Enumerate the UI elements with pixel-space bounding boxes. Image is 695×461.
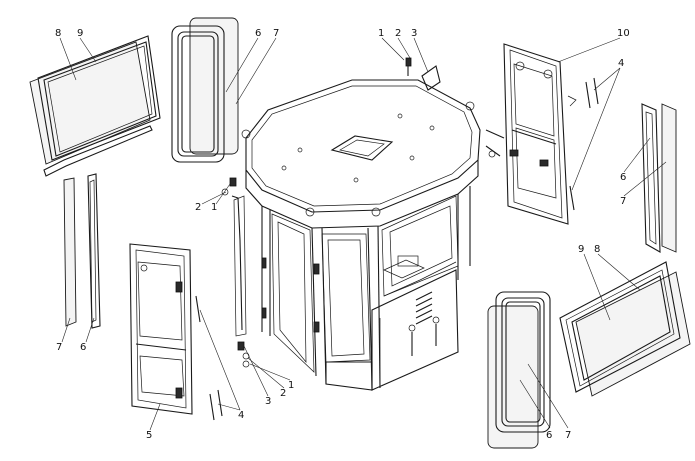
callout-6: 6	[255, 28, 261, 39]
callout-4: 4	[618, 58, 624, 69]
callout-2: 2	[280, 388, 286, 399]
left-door-assembly	[129, 243, 223, 421]
callout-1: 1	[211, 202, 217, 213]
callout-6: 6	[546, 430, 552, 441]
glass-pane	[29, 41, 151, 165]
right-side-glass-strip	[641, 103, 677, 253]
callout-9: 9	[77, 28, 83, 39]
callout-7: 7	[56, 342, 62, 353]
callout-2: 2	[195, 202, 201, 213]
bottom-fasteners	[237, 341, 250, 368]
callout-3: 3	[411, 28, 417, 39]
vent-grille	[415, 291, 433, 325]
callout-1: 1	[378, 28, 384, 39]
callout-labels: 8 9 6 7 1 2 3 10 4 6 7 2 1 7 6 4 5 3 2 1…	[55, 28, 630, 441]
leader-lines	[59, 37, 667, 431]
callout-5: 5	[146, 430, 152, 441]
callout-3: 3	[265, 396, 271, 407]
callout-1: 1	[288, 380, 294, 391]
bottom-right-window-assembly	[559, 261, 691, 397]
left-side-glass-strip	[63, 173, 101, 329]
callout-4: 4	[238, 410, 244, 421]
callout-10: 10	[617, 28, 630, 39]
callout-8: 8	[594, 244, 600, 255]
bottom-mid-window-assembly	[487, 291, 551, 449]
callout-6: 6	[620, 172, 626, 183]
mid-left-fasteners	[221, 177, 247, 337]
callout-7: 7	[565, 430, 571, 441]
top-left-window-assembly	[29, 35, 161, 177]
callout-8: 8	[55, 28, 61, 39]
cab-body	[241, 79, 481, 391]
top-fasteners	[405, 57, 441, 91]
top-mid-window-assembly	[171, 17, 239, 163]
callout-7: 7	[620, 196, 626, 207]
callout-9: 9	[578, 244, 584, 255]
right-door-assembly	[485, 43, 599, 225]
callout-6: 6	[80, 342, 86, 353]
callout-7: 7	[273, 28, 279, 39]
callout-2: 2	[395, 28, 401, 39]
